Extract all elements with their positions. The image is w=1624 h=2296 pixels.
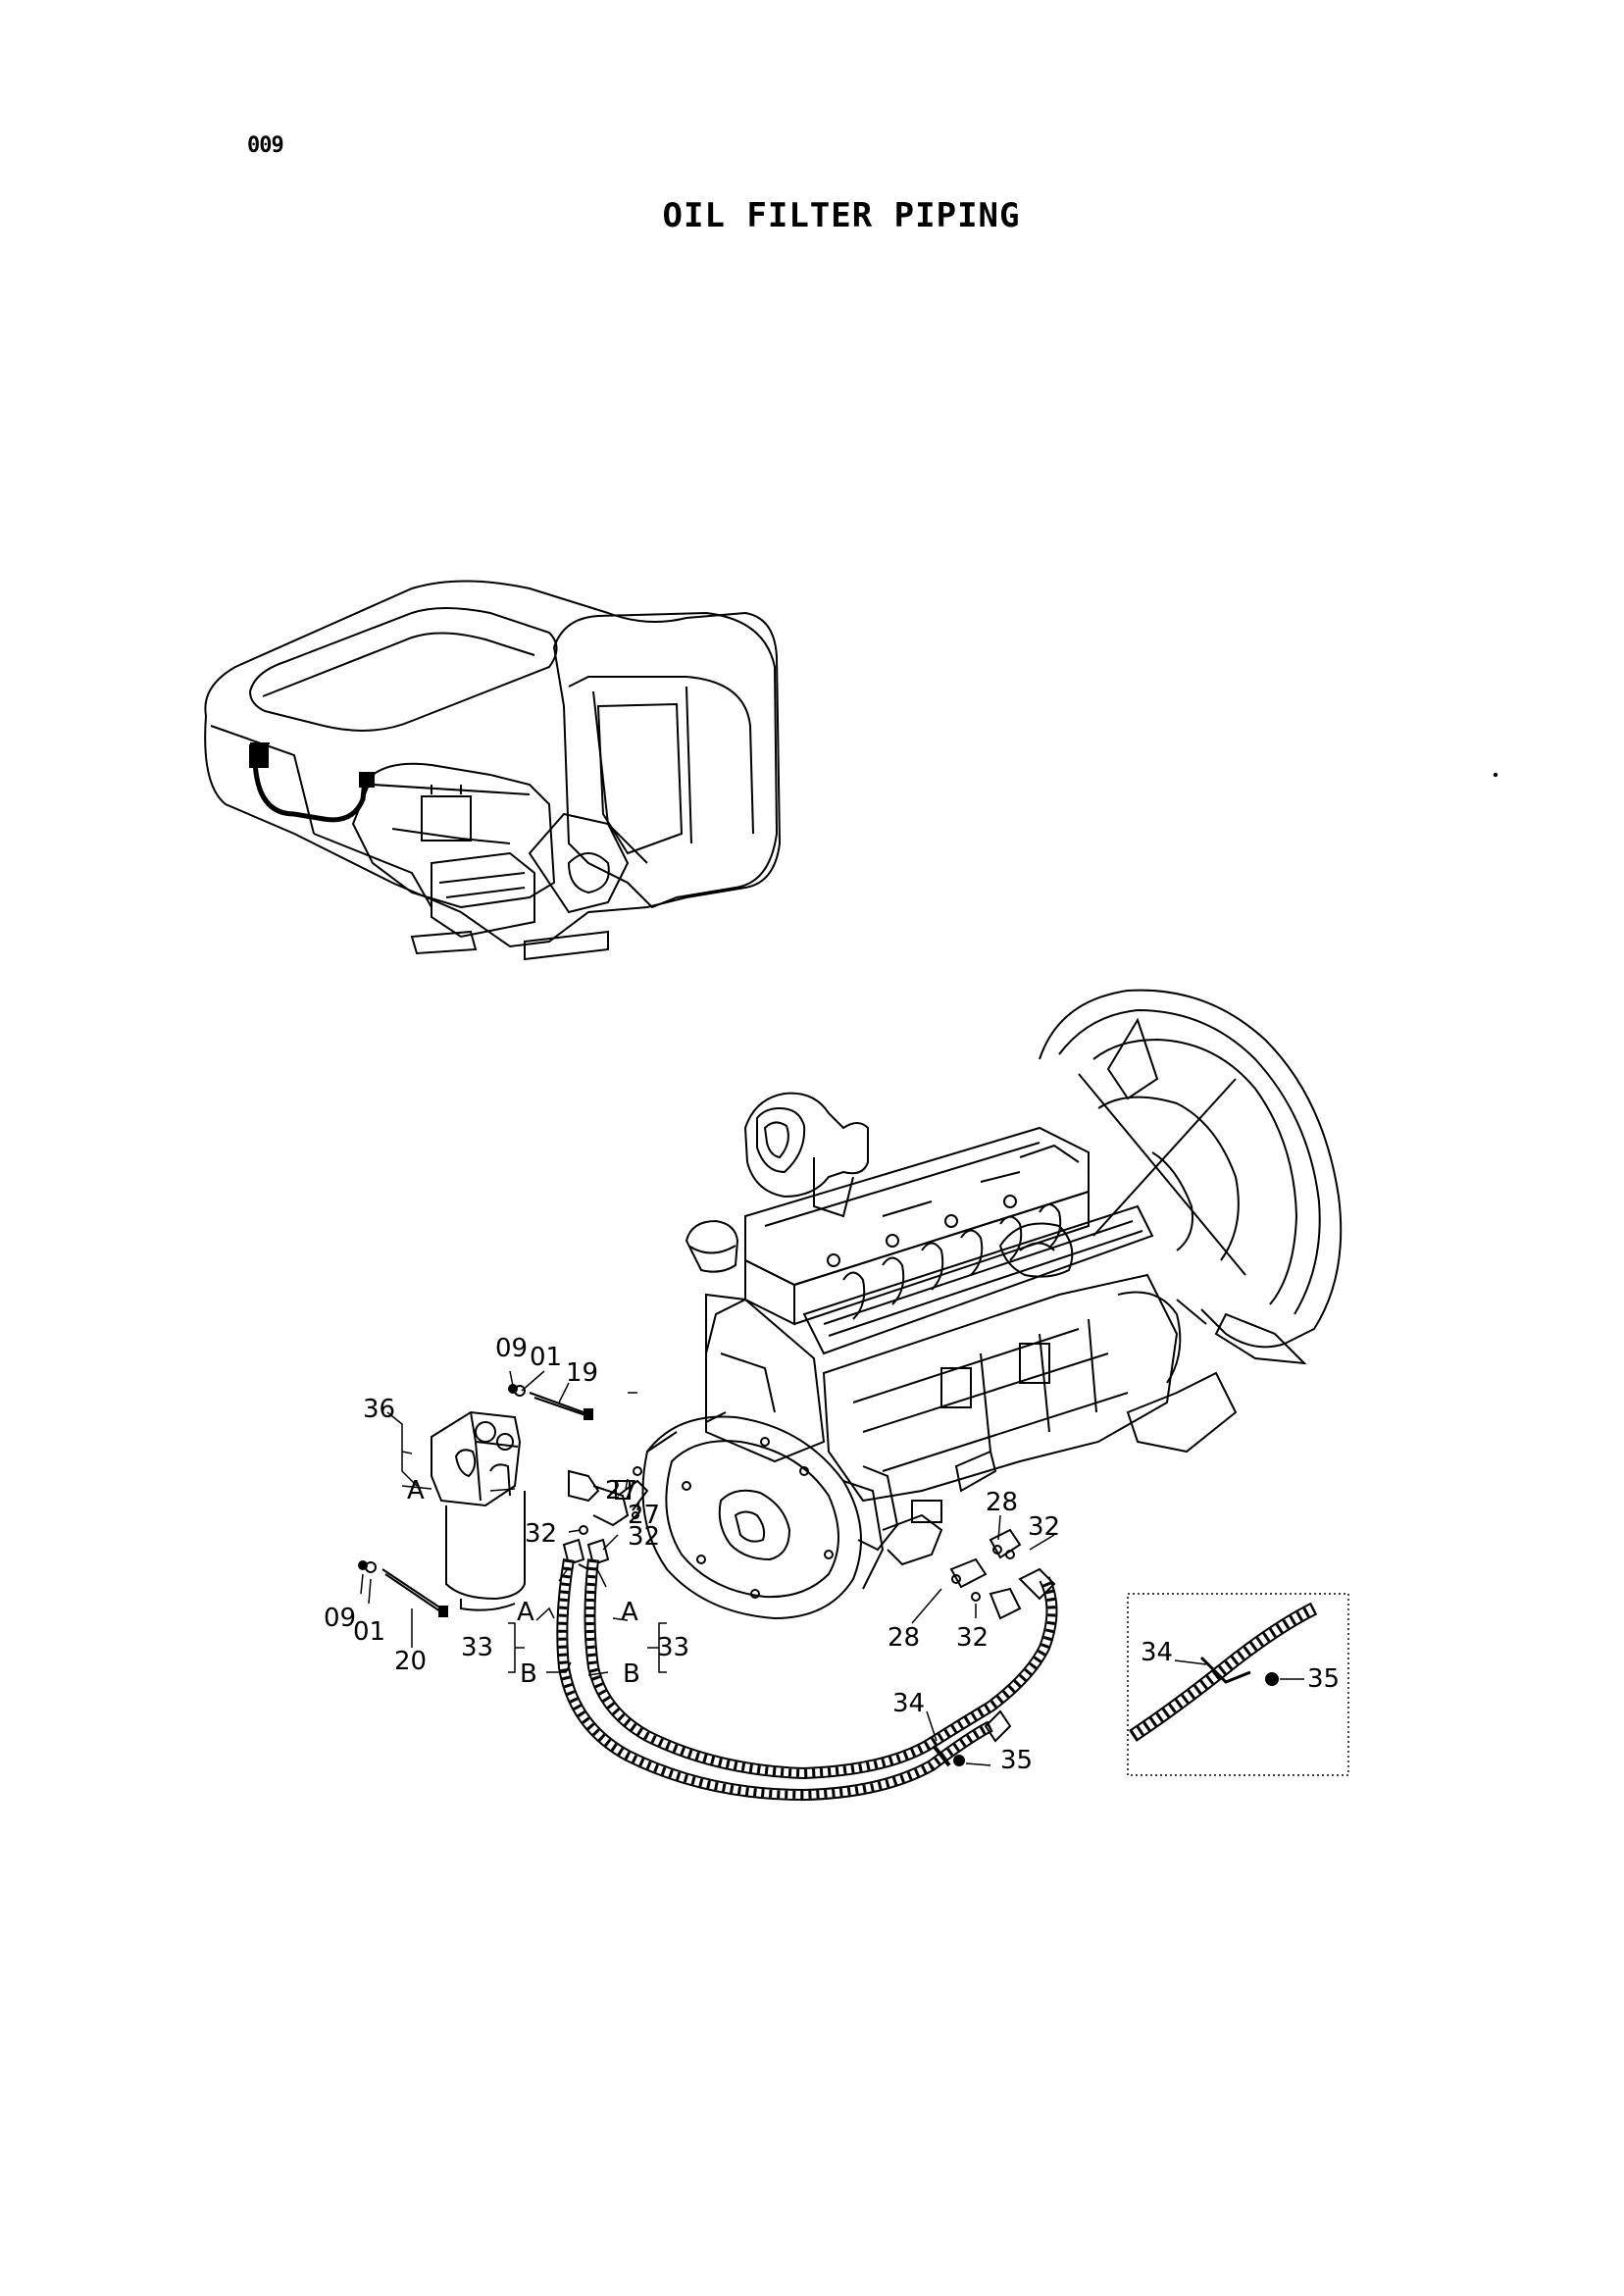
part-label-20: 20 xyxy=(394,1647,427,1676)
bracket-label-b-left: B xyxy=(520,1659,537,1689)
part-label-27-lower-visible: 27 xyxy=(628,1501,660,1530)
part-label-19: 19 xyxy=(566,1358,598,1388)
part-number-labels: 09 01 19 36 27 27 27 32 32 28 32 28 32 0… xyxy=(324,1334,1340,1775)
page-title: OIL FILTER PIPING xyxy=(662,196,1021,235)
part-label-34-main: 34 xyxy=(892,1689,925,1718)
part-label-32-upper-right: 32 xyxy=(1028,1512,1060,1542)
part-label-33-right: 33 xyxy=(657,1633,689,1662)
part-label-36: 36 xyxy=(363,1395,395,1424)
excavator-overview-illustration xyxy=(204,580,782,961)
engine-assembly-illustration xyxy=(641,989,1343,1620)
page-number: 009 xyxy=(247,133,284,158)
part-label-28-lower: 28 xyxy=(888,1623,920,1653)
bracket-label-a-right: A xyxy=(621,1598,638,1627)
part-label-32-right: 32 xyxy=(628,1522,660,1552)
part-label-32-left: 32 xyxy=(525,1519,557,1549)
part-label-09-top: 09 xyxy=(495,1334,528,1363)
bracket-label-b-right: B xyxy=(623,1659,640,1689)
part-label-27-upper: 27 xyxy=(605,1476,637,1505)
stray-dot xyxy=(1493,772,1498,778)
part-label-01-top: 01 xyxy=(530,1343,562,1372)
part-label-33-left: 33 xyxy=(461,1633,493,1662)
part-label-35-inset: 35 xyxy=(1307,1664,1340,1694)
leader-lines xyxy=(360,1370,1304,1766)
part-label-01-bottom: 01 xyxy=(353,1617,385,1647)
oil-filter-and-fittings xyxy=(358,1384,1058,1802)
clamp-detail-inset xyxy=(1127,1593,1349,1776)
part-label-32-lower: 32 xyxy=(956,1623,989,1653)
part-label-35-main: 35 xyxy=(1000,1746,1033,1775)
part-label-28-upper: 28 xyxy=(986,1488,1018,1517)
bracket-label-a-filter: A xyxy=(407,1476,425,1505)
part-label-09-bottom: 09 xyxy=(324,1604,356,1633)
part-label-34-inset: 34 xyxy=(1141,1638,1173,1667)
bracket-label-a-left: A xyxy=(517,1598,534,1627)
